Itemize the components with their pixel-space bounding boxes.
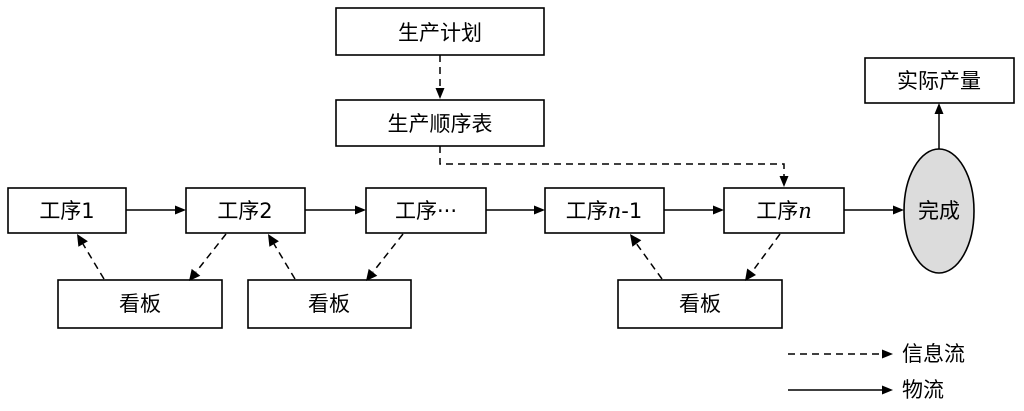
material-flow-arrow-1 bbox=[126, 205, 186, 215]
kanban-card-3: 看板 bbox=[617, 279, 783, 329]
legend-info-flow-label: 信息流 bbox=[902, 342, 965, 366]
process-ellipsis-label: 工序··· bbox=[395, 199, 457, 223]
info-flow-plan-to-sequence bbox=[435, 55, 445, 99]
process-1-node: 工序1 bbox=[7, 187, 127, 234]
info-flow-kanban2-to-process2 bbox=[268, 234, 296, 280]
legend-material-flow-label: 物流 bbox=[902, 378, 944, 402]
process-n-minus-1-label: 工序n-1 bbox=[566, 199, 642, 223]
process-n-minus-1-node: 工序n-1 bbox=[544, 187, 665, 234]
actual-output-label: 实际产量 bbox=[897, 69, 981, 93]
production-plan-label: 生产计划 bbox=[398, 21, 482, 45]
kanban-card-1: 看板 bbox=[57, 279, 223, 329]
kanban-label-2: 看板 bbox=[308, 292, 350, 316]
production-plan-node: 生产计划 bbox=[335, 7, 545, 56]
process-1-label: 工序1 bbox=[39, 199, 94, 223]
completion-node: 完成 bbox=[903, 148, 975, 274]
info-flow-kanban3-to-process-n-minus-1 bbox=[630, 234, 663, 280]
legend-info-flow: 信息流 bbox=[788, 342, 965, 366]
kanban-label-1: 看板 bbox=[119, 292, 161, 316]
legend: 信息流 物流 bbox=[788, 342, 965, 402]
material-flow-arrow-5 bbox=[844, 205, 904, 215]
material-flow-arrow-4 bbox=[664, 205, 724, 215]
actual-output-node: 实际产量 bbox=[864, 57, 1015, 104]
legend-material-flow: 物流 bbox=[788, 378, 944, 402]
process-ellipsis-node: 工序··· bbox=[365, 187, 487, 234]
material-flow-arrow-up bbox=[934, 103, 944, 149]
process-n-node: 工序n bbox=[723, 187, 845, 234]
production-sequence-node: 生产顺序表 bbox=[335, 99, 545, 147]
production-sequence-label: 生产顺序表 bbox=[388, 112, 493, 136]
info-flow-process2-to-kanban1 bbox=[189, 233, 227, 281]
kanban-card-2: 看板 bbox=[247, 279, 412, 329]
info-flow-process3-to-kanban2 bbox=[366, 233, 404, 281]
info-flow-sequence-to-process-n bbox=[439, 146, 789, 187]
process-2-node: 工序2 bbox=[185, 187, 306, 234]
material-flow-arrow-3 bbox=[486, 205, 545, 215]
process-n-label: 工序n bbox=[756, 199, 812, 223]
completion-label: 完成 bbox=[918, 199, 960, 223]
info-flow-kanban1-to-process1 bbox=[77, 234, 105, 280]
material-flow-arrow-2 bbox=[305, 205, 366, 215]
kanban-label-3: 看板 bbox=[679, 292, 721, 316]
info-flow-process-n-to-kanban3 bbox=[745, 233, 781, 281]
process-2-label: 工序2 bbox=[217, 199, 272, 223]
